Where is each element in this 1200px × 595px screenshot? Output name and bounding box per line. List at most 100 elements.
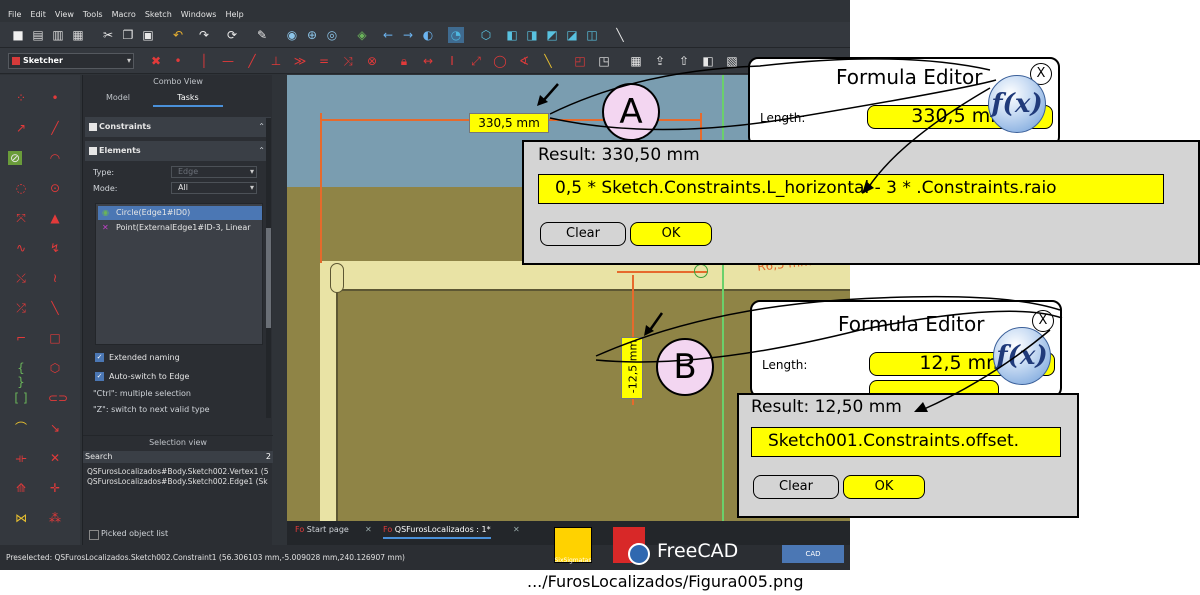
copy-icon[interactable]: ❐ [122, 28, 134, 42]
view-front-icon[interactable]: ◧ [506, 28, 518, 42]
point-tool-icon[interactable]: ⁘ [15, 91, 27, 105]
scrollbar-handle[interactable] [266, 228, 271, 328]
new-file-icon[interactable]: ■ [12, 28, 24, 42]
validate-sketch-icon[interactable]: ◰ [574, 54, 586, 68]
sketch-export-icon[interactable]: ⇧ [678, 54, 690, 68]
triangle-tool-icon[interactable]: ▲ [50, 211, 60, 225]
list-item[interactable]: ◉Circle(Edge1#ID0) [98, 206, 262, 220]
menu-windows[interactable]: Windows [180, 10, 217, 19]
constrain-radius-icon[interactable]: ◯ [493, 54, 507, 68]
ok-button[interactable]: OK [630, 222, 712, 246]
symmetric-bracket-icon[interactable]: [ ] [14, 391, 28, 405]
zoom-icon[interactable]: ⊕ [306, 28, 318, 42]
forward-icon[interactable]: → [402, 28, 414, 42]
tab-start-page[interactable]: Fo Start page [295, 525, 349, 534]
secondary-field[interactable] [869, 380, 999, 394]
print-icon[interactable]: ▦ [72, 28, 84, 42]
construction-tool-icon[interactable]: ⋈ [15, 511, 27, 525]
sync-view-icon[interactable]: ◈ [357, 28, 367, 42]
constrain-distance-icon[interactable]: ⤢ [471, 54, 481, 68]
line-angle-tool-icon[interactable]: ╲ [51, 301, 59, 315]
constrain-symmetric-icon[interactable]: ⤨ [343, 54, 353, 68]
dimension-label-a[interactable]: 330,5 mm [469, 113, 549, 133]
cut-icon[interactable]: ✂ [102, 28, 114, 42]
list-item[interactable]: ✕Point(ExternalEdge1#ID-3, Linear [98, 221, 262, 235]
sketch-map-icon[interactable]: ▧ [726, 54, 738, 68]
polyline-tool-icon[interactable]: ↗ [15, 121, 27, 135]
extended-naming-checkbox[interactable]: Extended naming [95, 352, 180, 364]
menu-tools[interactable]: Tools [82, 10, 103, 19]
selection-line[interactable]: QSFurosLocalizados#Body.Sketch002.Vertex… [87, 467, 269, 476]
sketch-mirror-icon[interactable]: ◧ [702, 54, 714, 68]
close-button[interactable]: X [1032, 310, 1054, 332]
rect-fillet-tool-icon[interactable]: ⌐ [15, 331, 27, 345]
undo-icon[interactable]: ↶ [172, 28, 184, 42]
redo-icon[interactable]: ↷ [198, 28, 210, 42]
tab-model[interactable]: Model [105, 93, 131, 102]
measure-icon[interactable]: ◔ [448, 27, 464, 43]
mode-select[interactable]: All▾ [171, 182, 257, 194]
close-button[interactable]: X [1030, 63, 1052, 85]
constrain-tangent-icon[interactable]: ≫ [293, 54, 307, 68]
fx-icon[interactable]: f(x) [993, 327, 1051, 385]
open-file-icon[interactable]: ▤ [32, 28, 44, 42]
constrain-perpendicular-icon[interactable]: ⊥ [270, 54, 282, 68]
walk-icon[interactable]: ◐ [422, 28, 434, 42]
selection-line[interactable]: QSFurosLocalizados#Body.Sketch002.Edge1 … [87, 477, 268, 486]
array-tool-icon[interactable]: ⁂ [49, 511, 61, 525]
bracket-tool-icon[interactable]: { } [17, 361, 25, 389]
polyline-b-tool-icon[interactable]: ⤯ [16, 271, 26, 285]
sketch-close-icon[interactable]: ✖ [150, 54, 162, 68]
fillet-tool-icon[interactable]: ⌒ [14, 421, 27, 435]
view-right-icon[interactable]: ◩ [546, 28, 558, 42]
dimension-label-b[interactable]: -12,5 mm [621, 337, 643, 399]
clear-button[interactable]: Clear [540, 222, 626, 246]
expression-input[interactable]: Sketch001.Constraints.offset. [751, 427, 1061, 457]
view-top-icon[interactable]: ◨ [526, 28, 538, 42]
polyline-icon[interactable]: — [222, 54, 234, 68]
combo-scrollbar[interactable] [266, 118, 271, 418]
paste-icon[interactable]: ▣ [142, 28, 154, 42]
menu-sketch[interactable]: Sketch [144, 10, 172, 19]
picked-object-checkbox[interactable]: Picked object list [89, 529, 168, 540]
save-icon[interactable]: ▥ [52, 28, 64, 42]
tab-document[interactable]: Fo QSFurosLocalizados : 1* [383, 525, 491, 539]
external-geo-icon[interactable]: ⟰ [15, 481, 27, 495]
conic-tool-icon[interactable]: ⤧ [16, 211, 26, 225]
clear-button[interactable]: Clear [753, 475, 839, 499]
constraints-section-header[interactable]: Constraints⌃ [85, 117, 271, 137]
draw-style-icon[interactable]: ◎ [326, 28, 338, 42]
line-tool-icon[interactable]: ╱ [51, 121, 59, 135]
expression-input[interactable]: 0,5 * Sketch.Constraints.L_horizontal - … [538, 174, 1164, 204]
carbon-copy-icon[interactable]: ✛ [49, 481, 61, 495]
back-icon[interactable]: ← [382, 28, 394, 42]
hexagon-tool-icon[interactable]: ⬡ [49, 361, 61, 375]
merge-sketch-icon[interactable]: ◳ [598, 54, 610, 68]
arc-icon[interactable]: ╱ [248, 54, 256, 68]
fx-icon[interactable]: f(x) [988, 75, 1046, 133]
constrain-lock-icon[interactable]: 🔒︎ [400, 54, 408, 68]
ellipse-tool-icon[interactable]: ⊙ [49, 181, 61, 195]
line-icon[interactable]: │ [200, 54, 208, 68]
split-tool-icon[interactable]: ✕ [49, 451, 61, 465]
circle-tool-icon[interactable]: ⊘ [8, 151, 22, 165]
curve-tool-icon[interactable]: ↯ [49, 241, 61, 255]
bspline-tool-icon[interactable]: ∿ [15, 241, 27, 255]
elements-section-header[interactable]: Elements⌃ [85, 141, 271, 161]
dot-tool-icon[interactable]: • [51, 91, 59, 105]
view-rear-icon[interactable]: ◪ [566, 28, 578, 42]
tab-tasks[interactable]: Tasks [153, 89, 223, 107]
constrain-block-icon[interactable]: ⊗ [366, 54, 378, 68]
whats-this-icon[interactable]: ✎ [256, 28, 268, 42]
navigation-style-button[interactable]: CAD [782, 545, 844, 563]
sketch-upload-icon[interactable]: ⇪ [654, 54, 666, 68]
point-icon[interactable]: • [174, 54, 182, 68]
measure-distance-icon[interactable]: ╲ [616, 28, 624, 42]
menu-view[interactable]: View [54, 10, 74, 19]
constrain-horizontal-distance-icon[interactable]: ↔ [422, 54, 434, 68]
menu-help[interactable]: Help [225, 10, 244, 19]
trim-tool-icon[interactable]: ↘ [49, 421, 61, 435]
menu-file[interactable]: File [8, 10, 22, 19]
toggle-constraint-icon[interactable]: ╲ [544, 54, 552, 68]
close-icon[interactable]: ✕ [365, 525, 372, 534]
